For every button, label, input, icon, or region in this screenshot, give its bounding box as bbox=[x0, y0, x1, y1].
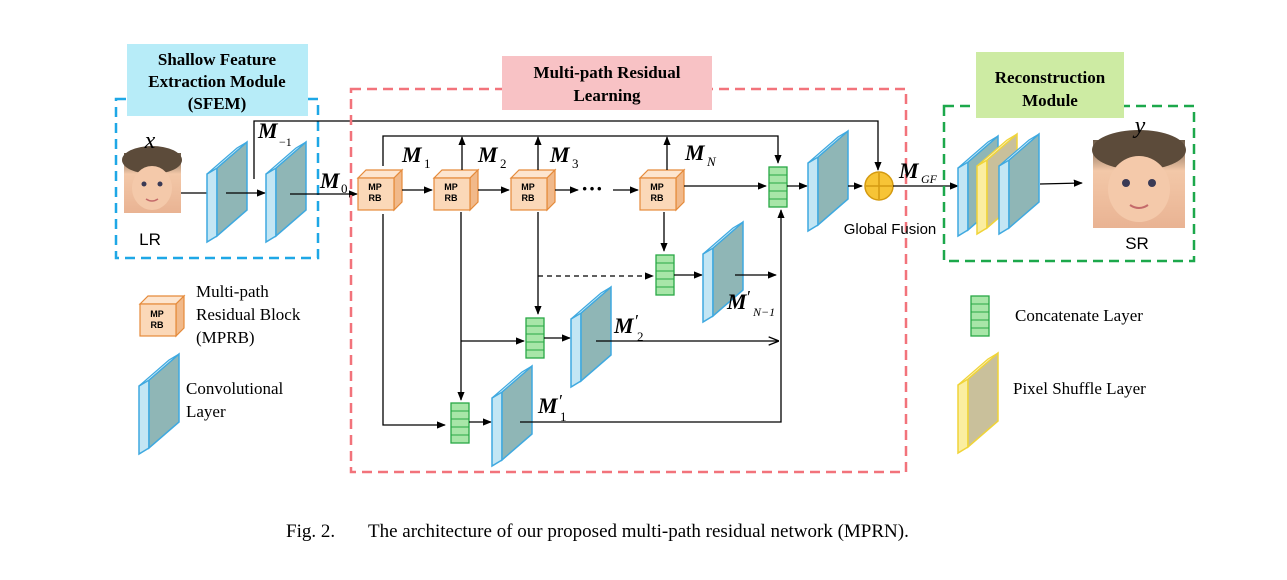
mprb1-text1: MP bbox=[368, 182, 382, 192]
m-prime-2-prime: ′ bbox=[635, 311, 639, 331]
m2-label: M bbox=[477, 142, 499, 167]
legend-concat-icon bbox=[970, 295, 990, 337]
sr-image bbox=[1092, 130, 1186, 228]
m-neg1-label: M bbox=[257, 118, 279, 143]
concat-2 bbox=[525, 317, 545, 359]
mprl-title-line1: Multi-path Residual bbox=[534, 63, 681, 82]
right-bus-arrow bbox=[520, 209, 785, 423]
sfem-title-box bbox=[127, 44, 308, 116]
m-prime-1-subscript: 1 bbox=[560, 409, 567, 424]
mprl-title-box bbox=[502, 56, 712, 110]
recon-border bbox=[942, 104, 1196, 263]
m-prime-1-prime: ′ bbox=[559, 391, 563, 411]
m2-subscript: 2 bbox=[500, 156, 507, 171]
sfem-conv2-layer bbox=[265, 141, 307, 243]
sr-label: SR bbox=[1125, 234, 1149, 253]
m-neg1-subscript: −1 bbox=[279, 135, 292, 149]
m3-subscript: 3 bbox=[572, 156, 579, 171]
sfem-title-line1: Shallow Feature bbox=[158, 50, 277, 69]
mprb3-text1: MP bbox=[521, 182, 535, 192]
m-prime-n1-subscript: N−1 bbox=[752, 305, 775, 319]
m-prime-2-label: M bbox=[613, 313, 635, 338]
caption-prefix: Fig. 2. bbox=[286, 521, 335, 542]
output-y-label: y bbox=[1133, 113, 1146, 139]
mprb3-text2: RB bbox=[522, 193, 535, 203]
lr-image bbox=[122, 146, 182, 213]
mprl-title-line2: Learning bbox=[573, 86, 641, 105]
legend-conv-icon bbox=[138, 353, 180, 455]
path-m0-down bbox=[382, 214, 446, 429]
m3-label: M bbox=[549, 142, 571, 167]
legend-shuffle-label: Pixel Shuffle Layer bbox=[1013, 379, 1146, 398]
recon-title-box bbox=[976, 52, 1124, 118]
mprbn-text2: RB bbox=[651, 193, 664, 203]
legend-mprb-line1: Multi-path bbox=[196, 282, 269, 301]
m-prime-n1-label: M bbox=[726, 289, 748, 314]
global-concat-layer bbox=[768, 166, 788, 208]
conv-1 bbox=[491, 365, 533, 467]
m-prime-1-label: M bbox=[537, 393, 559, 418]
global-fusion-label: Global Fusion bbox=[844, 221, 937, 238]
recon-title-line1: Reconstruction bbox=[995, 68, 1106, 87]
caption-text: The architecture of our proposed multi-p… bbox=[368, 521, 909, 542]
mprbn-text1: MP bbox=[650, 182, 664, 192]
recon-title-line2: Module bbox=[1022, 91, 1078, 110]
sfem-conv1-layer bbox=[206, 141, 248, 243]
legend-conv-line1: Convolutional bbox=[186, 379, 284, 398]
ellipsis: ··· bbox=[581, 176, 603, 201]
legend-conv-line2: Layer bbox=[186, 402, 226, 421]
m1-label: M bbox=[401, 142, 423, 167]
m-prime-2-subscript: 2 bbox=[637, 329, 644, 344]
m-prime-n1-prime: ′ bbox=[747, 287, 751, 307]
conv-2 bbox=[570, 286, 612, 388]
legend-shuffle-icon bbox=[957, 352, 999, 454]
mprl-border bbox=[349, 87, 908, 474]
mprl-final-conv-layer bbox=[807, 130, 849, 232]
mprb1-text2: RB bbox=[369, 193, 382, 203]
mgf-label: M bbox=[898, 158, 920, 183]
sfem-title-line3: (SFEM) bbox=[188, 94, 247, 113]
legend-mprb-text2: RB bbox=[151, 320, 164, 330]
mgf-subscript: GF bbox=[921, 172, 938, 186]
concat-n-minus-1 bbox=[655, 254, 675, 296]
global-skip-arrow bbox=[253, 120, 882, 179]
legend-concat-label: Concatenate Layer bbox=[1015, 306, 1143, 325]
mn-subscript: N bbox=[706, 154, 717, 169]
legend-mprb-line2: Residual Block bbox=[196, 305, 301, 324]
input-x-label: x bbox=[144, 128, 156, 154]
concat-1 bbox=[450, 402, 470, 444]
mn-label: M bbox=[684, 140, 706, 165]
legend-mprb-line3: (MPRB) bbox=[196, 328, 255, 347]
legend-mprb-text1: MP bbox=[150, 309, 164, 319]
mprb2-text1: MP bbox=[444, 182, 458, 192]
top-bus-arrow bbox=[382, 135, 782, 166]
m1-subscript: 1 bbox=[424, 156, 431, 171]
sfem-title-line2: Extraction Module bbox=[148, 72, 286, 91]
lr-label: LR bbox=[139, 230, 161, 249]
mprb2-text2: RB bbox=[445, 193, 458, 203]
m0-subscript: 0 bbox=[341, 181, 348, 196]
m0-label: M bbox=[319, 168, 341, 193]
arrow-recon-sr bbox=[1039, 179, 1083, 187]
